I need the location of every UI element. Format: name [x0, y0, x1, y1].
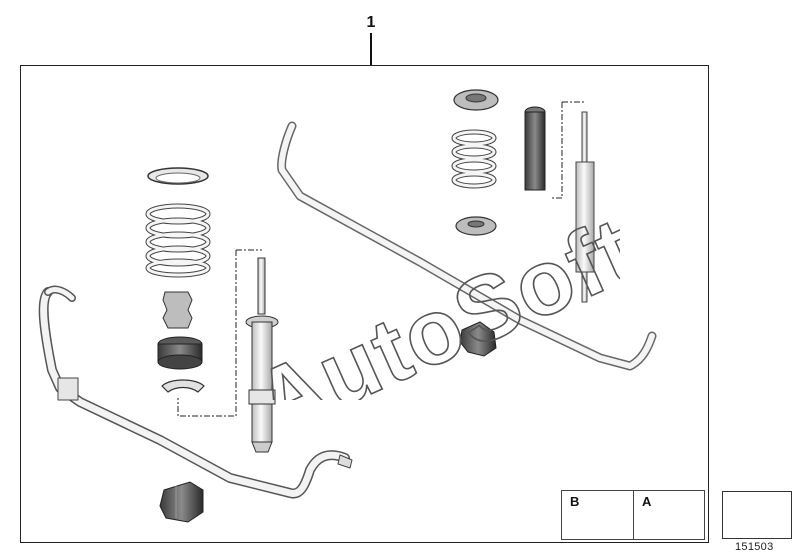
rear-shock-absorber: [575, 111, 595, 303]
rear-stabilizer-bar: [277, 121, 657, 371]
front-stabilizer-bushing: [159, 481, 204, 523]
rear-spring-assembly: [451, 89, 546, 236]
page-navigation-box[interactable]: [722, 491, 792, 539]
legend-nut-label: A: [642, 494, 652, 509]
front-strut: [245, 257, 279, 453]
rear-assembly-bracket: [552, 101, 584, 199]
legend-divider: [633, 491, 635, 539]
diagram-frame: [20, 65, 709, 543]
svg-text:AutoSoft: AutoSoft: [241, 200, 620, 400]
drawing-number: 151503: [735, 541, 774, 553]
callout-leader-line: [370, 33, 372, 65]
legend-bolt-label: B: [570, 494, 580, 509]
callout-number: 1: [366, 14, 376, 31]
front-stabilizer-bar: [38, 285, 353, 499]
rear-stabilizer-bushing: [459, 321, 497, 357]
front-assembly-bracket: [177, 249, 262, 417]
front-spring-assembly: [145, 167, 211, 393]
fastener-legend: B A: [561, 490, 705, 540]
watermark-logo: AutoSoft: [240, 200, 620, 400]
